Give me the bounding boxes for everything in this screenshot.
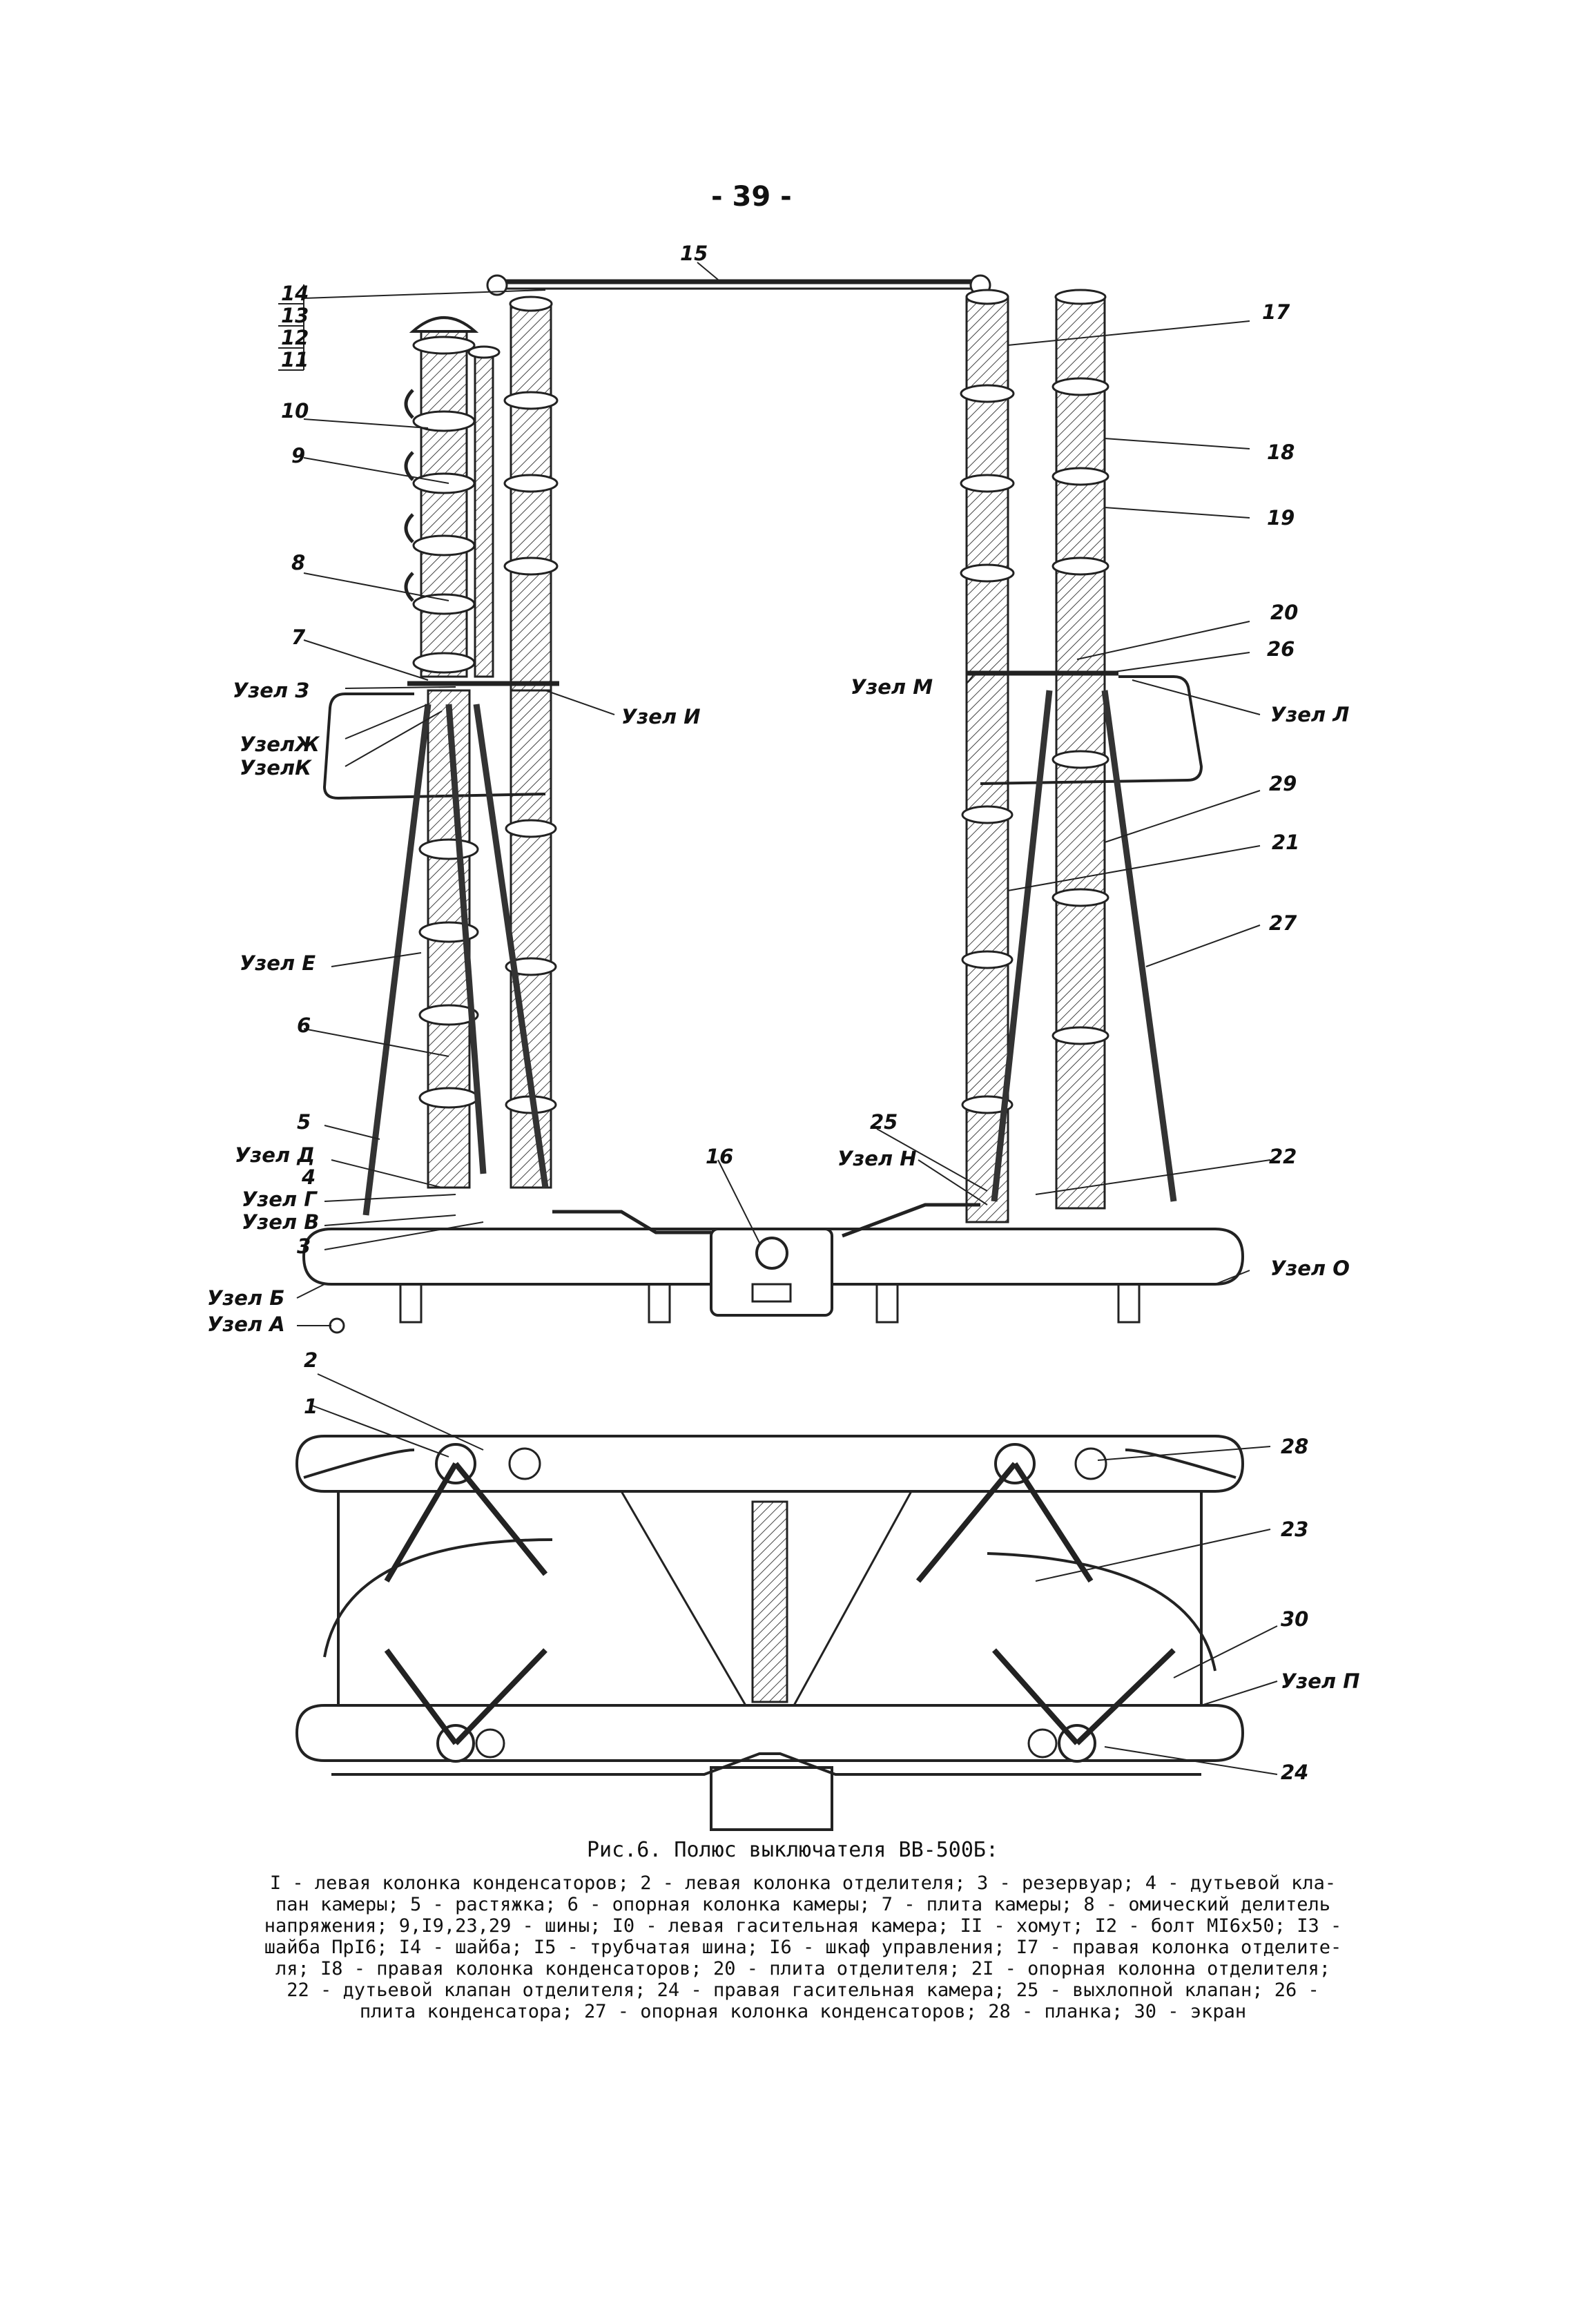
label-29: 29 <box>1269 772 1297 795</box>
label-4: 4 <box>302 1165 316 1189</box>
label-uzel-m: Узел М <box>851 675 933 699</box>
label-uzel-d: Узел Д <box>235 1143 316 1167</box>
label-uzel-e: Узел Е <box>240 951 316 975</box>
legend-line: 22 - дутьевой клапан отделителя; 24 - пр… <box>287 1979 1319 2001</box>
label-11: 11 <box>281 348 309 371</box>
left-disconnector-column <box>503 296 559 1189</box>
label-16: 16 <box>706 1145 734 1168</box>
label-uzel-i: Узел И <box>621 705 701 728</box>
legend-line: плита конденсатора; 27 - опорная колонка… <box>359 2001 1247 2022</box>
tubular-bus <box>486 274 991 296</box>
label-28: 28 <box>1281 1435 1309 1458</box>
label-uzel-g: Узел Г <box>242 1188 317 1211</box>
page-number: - 39 - <box>711 181 792 213</box>
label-2: 2 <box>304 1348 318 1372</box>
figure-legend: I - левая колонка конденсаторов; 2 - лев… <box>220 1872 1386 2022</box>
label-uzel-zh: УзелЖ <box>240 733 320 756</box>
label-9: 9 <box>291 444 306 467</box>
label-uzel-z: Узел З <box>233 679 309 702</box>
label-20: 20 <box>1270 601 1299 624</box>
label-23: 23 <box>1281 1518 1309 1541</box>
label-18: 18 <box>1267 440 1295 464</box>
air-pipe-left <box>552 1210 711 1234</box>
legend-line: пан камеры; 5 - растяжка; 6 - опорная ко… <box>275 1894 1330 1915</box>
legend-line: шайба ПрI6; I4 - шайба; I5 - трубчатая ш… <box>264 1937 1342 1958</box>
left-braces <box>362 704 549 1216</box>
label-8: 8 <box>291 551 306 574</box>
legend-line: I - левая колонка конденсаторов; 2 - лев… <box>269 1872 1337 1894</box>
label-30: 30 <box>1281 1607 1309 1631</box>
label-13: 13 <box>281 304 309 327</box>
label-15: 15 <box>680 242 708 265</box>
left-support-column <box>418 689 479 1189</box>
label-14: 14 <box>281 282 309 305</box>
label-27: 27 <box>1269 911 1297 935</box>
legend-line: ля; I8 - правая колонка конденсаторов; 2… <box>275 1958 1330 1979</box>
clamp-label-boxes <box>278 284 304 371</box>
label-5: 5 <box>297 1110 311 1134</box>
label-17: 17 <box>1262 300 1290 324</box>
label-12: 12 <box>281 326 309 349</box>
label-uzel-v: Узел В <box>242 1210 320 1234</box>
label-25: 25 <box>870 1110 898 1134</box>
label-6: 6 <box>297 1014 311 1037</box>
right-screen-frame <box>980 675 1203 785</box>
label-uzel-p: Узел П <box>1281 1669 1360 1693</box>
label-10: 10 <box>281 399 309 423</box>
air-pipe-right <box>842 1203 980 1238</box>
control-cabinet <box>710 1228 833 1317</box>
label-uzel-l: Узел Л <box>1270 703 1350 726</box>
label-uzel-k: УзелК <box>240 756 311 779</box>
label-uzel-o: Узел О <box>1270 1257 1350 1280</box>
left-capacitor-column <box>467 345 501 678</box>
left-screen-frame <box>322 693 546 800</box>
leader-lines <box>296 262 1278 1775</box>
label-26: 26 <box>1267 637 1295 661</box>
left-extinguishing-chamber <box>404 316 479 678</box>
legend-line: напряжения; 9,I9,23,29 - шины; I0 - лева… <box>264 1915 1342 1937</box>
label-19: 19 <box>1267 506 1295 530</box>
right-braces <box>991 690 1177 1202</box>
label-21: 21 <box>1272 831 1300 854</box>
figure-caption-title: Рис.6. Полюс выключателя ВВ-500Б: <box>587 1838 999 1862</box>
label-uzel-b: Узел Б <box>207 1286 285 1310</box>
label-7: 7 <box>291 626 306 649</box>
right-disconnector-column <box>960 289 1015 1223</box>
right-capacitor-column <box>1051 289 1109 1210</box>
label-uzel-n: Узел Н <box>837 1147 917 1170</box>
label-24: 24 <box>1281 1761 1309 1784</box>
label-3: 3 <box>297 1234 311 1258</box>
label-1: 1 <box>304 1395 318 1418</box>
plan-view <box>295 1435 1245 1831</box>
label-22: 22 <box>1269 1145 1297 1168</box>
label-uzel-a: Узел А <box>207 1313 285 1336</box>
